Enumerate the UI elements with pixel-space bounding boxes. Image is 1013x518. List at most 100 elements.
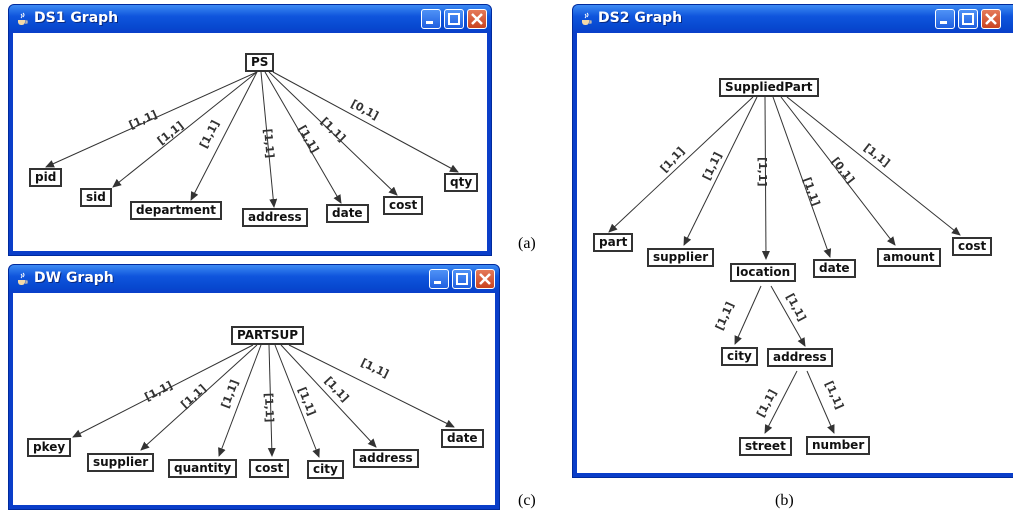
caption-a: (a) bbox=[518, 235, 536, 252]
node-department[interactable]: department bbox=[130, 201, 222, 220]
dw-graph-window: DW Graph [1,1] [1,1] [1,1] [1,1] [1,1] [… bbox=[8, 264, 500, 510]
edge bbox=[761, 96, 770, 260]
node-date[interactable]: date bbox=[326, 204, 369, 223]
edge bbox=[260, 71, 278, 208]
edge-label: [0,1] bbox=[829, 155, 857, 186]
edge-label: [1,1] bbox=[295, 123, 321, 155]
graph-canvas: [1,1] [1,1] [1,1] [1,1] [1,1] [1,1] [0,1… bbox=[13, 33, 487, 251]
window-title: DS2 Graph bbox=[598, 10, 683, 26]
close-button[interactable] bbox=[467, 9, 487, 29]
edge-label: [1,1] bbox=[756, 157, 769, 187]
maximize-button[interactable] bbox=[444, 9, 464, 29]
edge-label: [1,1] bbox=[861, 141, 892, 169]
node-location[interactable]: location bbox=[730, 263, 797, 282]
edge-label: [1,1] bbox=[754, 387, 779, 419]
edge-label: [1,1] bbox=[658, 145, 688, 175]
node-date[interactable]: date bbox=[441, 429, 484, 448]
edge bbox=[267, 344, 276, 457]
node-quantity[interactable]: quantity bbox=[168, 459, 238, 478]
edge bbox=[218, 344, 262, 457]
minimize-button[interactable] bbox=[421, 9, 441, 29]
edge bbox=[772, 96, 832, 258]
window-title: DW Graph bbox=[34, 270, 114, 286]
edge-label: [1,1] bbox=[197, 118, 222, 150]
node-supplier[interactable]: supplier bbox=[647, 248, 715, 267]
edge bbox=[608, 96, 754, 233]
node-cost[interactable]: cost bbox=[383, 196, 424, 215]
edges: [1,1] [1,1] [1,1] [1,1] [1,1] [1,1] [0,1… bbox=[45, 71, 459, 208]
close-icon bbox=[471, 13, 483, 25]
node-street[interactable]: street bbox=[739, 437, 792, 456]
node-city[interactable]: city bbox=[307, 460, 344, 479]
edge bbox=[140, 344, 258, 451]
node-number[interactable]: number bbox=[806, 436, 871, 455]
edge-label: [1,1] bbox=[318, 115, 348, 145]
node-address[interactable]: address bbox=[353, 449, 419, 468]
edge-label: [1,1] bbox=[178, 382, 209, 411]
edge bbox=[45, 71, 258, 168]
node-root[interactable]: PARTSUP bbox=[231, 326, 305, 345]
edge bbox=[770, 285, 806, 347]
edge bbox=[764, 370, 798, 434]
edge-label: [1,1] bbox=[127, 108, 159, 132]
java-cup-icon bbox=[582, 12, 592, 25]
edge bbox=[806, 370, 835, 434]
node-pid[interactable]: pid bbox=[29, 168, 63, 187]
node-sid[interactable]: sid bbox=[80, 188, 112, 207]
edge-label: [1,1] bbox=[262, 393, 276, 423]
maximize-button[interactable] bbox=[958, 9, 978, 29]
edge-label: [1,1] bbox=[713, 300, 737, 332]
ds1-titlebar[interactable]: DS1 Graph bbox=[9, 5, 491, 33]
ds2-titlebar[interactable]: DS2 Graph bbox=[573, 5, 1013, 33]
maximize-button[interactable] bbox=[452, 269, 472, 289]
edge bbox=[274, 344, 320, 458]
close-button[interactable] bbox=[475, 269, 495, 289]
minimize-icon bbox=[434, 281, 441, 284]
window-title: DS1 Graph bbox=[34, 10, 119, 26]
edge-label: [1,1] bbox=[783, 291, 808, 323]
caption-b: (b) bbox=[775, 492, 794, 509]
dw-titlebar[interactable]: DW Graph bbox=[9, 265, 499, 293]
edge bbox=[288, 344, 455, 428]
graph-canvas: [1,1] [1,1] [1,1] [1,1] [0,1] [1,1] [1,1… bbox=[577, 33, 1013, 473]
node-supplier[interactable]: supplier bbox=[87, 453, 155, 472]
java-cup-icon bbox=[18, 12, 28, 25]
edge bbox=[272, 71, 459, 173]
node-address[interactable]: address bbox=[767, 348, 833, 367]
node-pkey[interactable]: pkey bbox=[27, 438, 72, 457]
graph-canvas: [1,1] [1,1] [1,1] [1,1] [1,1] [1,1] [1,1… bbox=[13, 293, 495, 505]
node-qty[interactable]: qty bbox=[444, 173, 479, 192]
close-button[interactable] bbox=[981, 9, 1001, 29]
edge bbox=[264, 71, 342, 204]
close-icon bbox=[985, 13, 997, 25]
edge-label: [1,1] bbox=[295, 385, 318, 417]
close-icon bbox=[479, 273, 491, 285]
edge bbox=[734, 285, 762, 345]
ds1-graph-window: DS1 Graph [1,1] [1,1] [1,1] [1,1] [1,1] … bbox=[8, 4, 492, 256]
node-cost[interactable]: cost bbox=[952, 237, 993, 256]
edge bbox=[683, 96, 758, 246]
edge bbox=[268, 71, 398, 196]
node-date[interactable]: date bbox=[813, 259, 856, 278]
edge-label: [1,1] bbox=[700, 150, 725, 182]
edge-label: [1,1] bbox=[155, 119, 186, 147]
minimize-icon bbox=[426, 21, 433, 24]
edge-label: [1,1] bbox=[800, 176, 822, 208]
edges: [1,1] [1,1] [1,1] [1,1] [1,1] [1,1] [1,1… bbox=[72, 344, 455, 458]
node-amount[interactable]: amount bbox=[877, 248, 941, 267]
edge-label: [1,1] bbox=[261, 128, 277, 159]
maximize-icon bbox=[962, 13, 974, 25]
node-root[interactable]: PS bbox=[245, 53, 275, 72]
node-part[interactable]: part bbox=[593, 233, 634, 252]
edge-label: [1,1] bbox=[822, 379, 846, 411]
edge-label: [0,1] bbox=[349, 97, 381, 122]
minimize-button[interactable] bbox=[429, 269, 449, 289]
node-address[interactable]: address bbox=[242, 208, 308, 227]
edge bbox=[280, 344, 377, 448]
node-root[interactable]: SuppliedPart bbox=[719, 78, 819, 97]
java-cup-icon bbox=[18, 272, 28, 285]
node-cost[interactable]: cost bbox=[249, 459, 290, 478]
minimize-button[interactable] bbox=[935, 9, 955, 29]
edge bbox=[72, 344, 254, 438]
node-city[interactable]: city bbox=[721, 347, 758, 366]
